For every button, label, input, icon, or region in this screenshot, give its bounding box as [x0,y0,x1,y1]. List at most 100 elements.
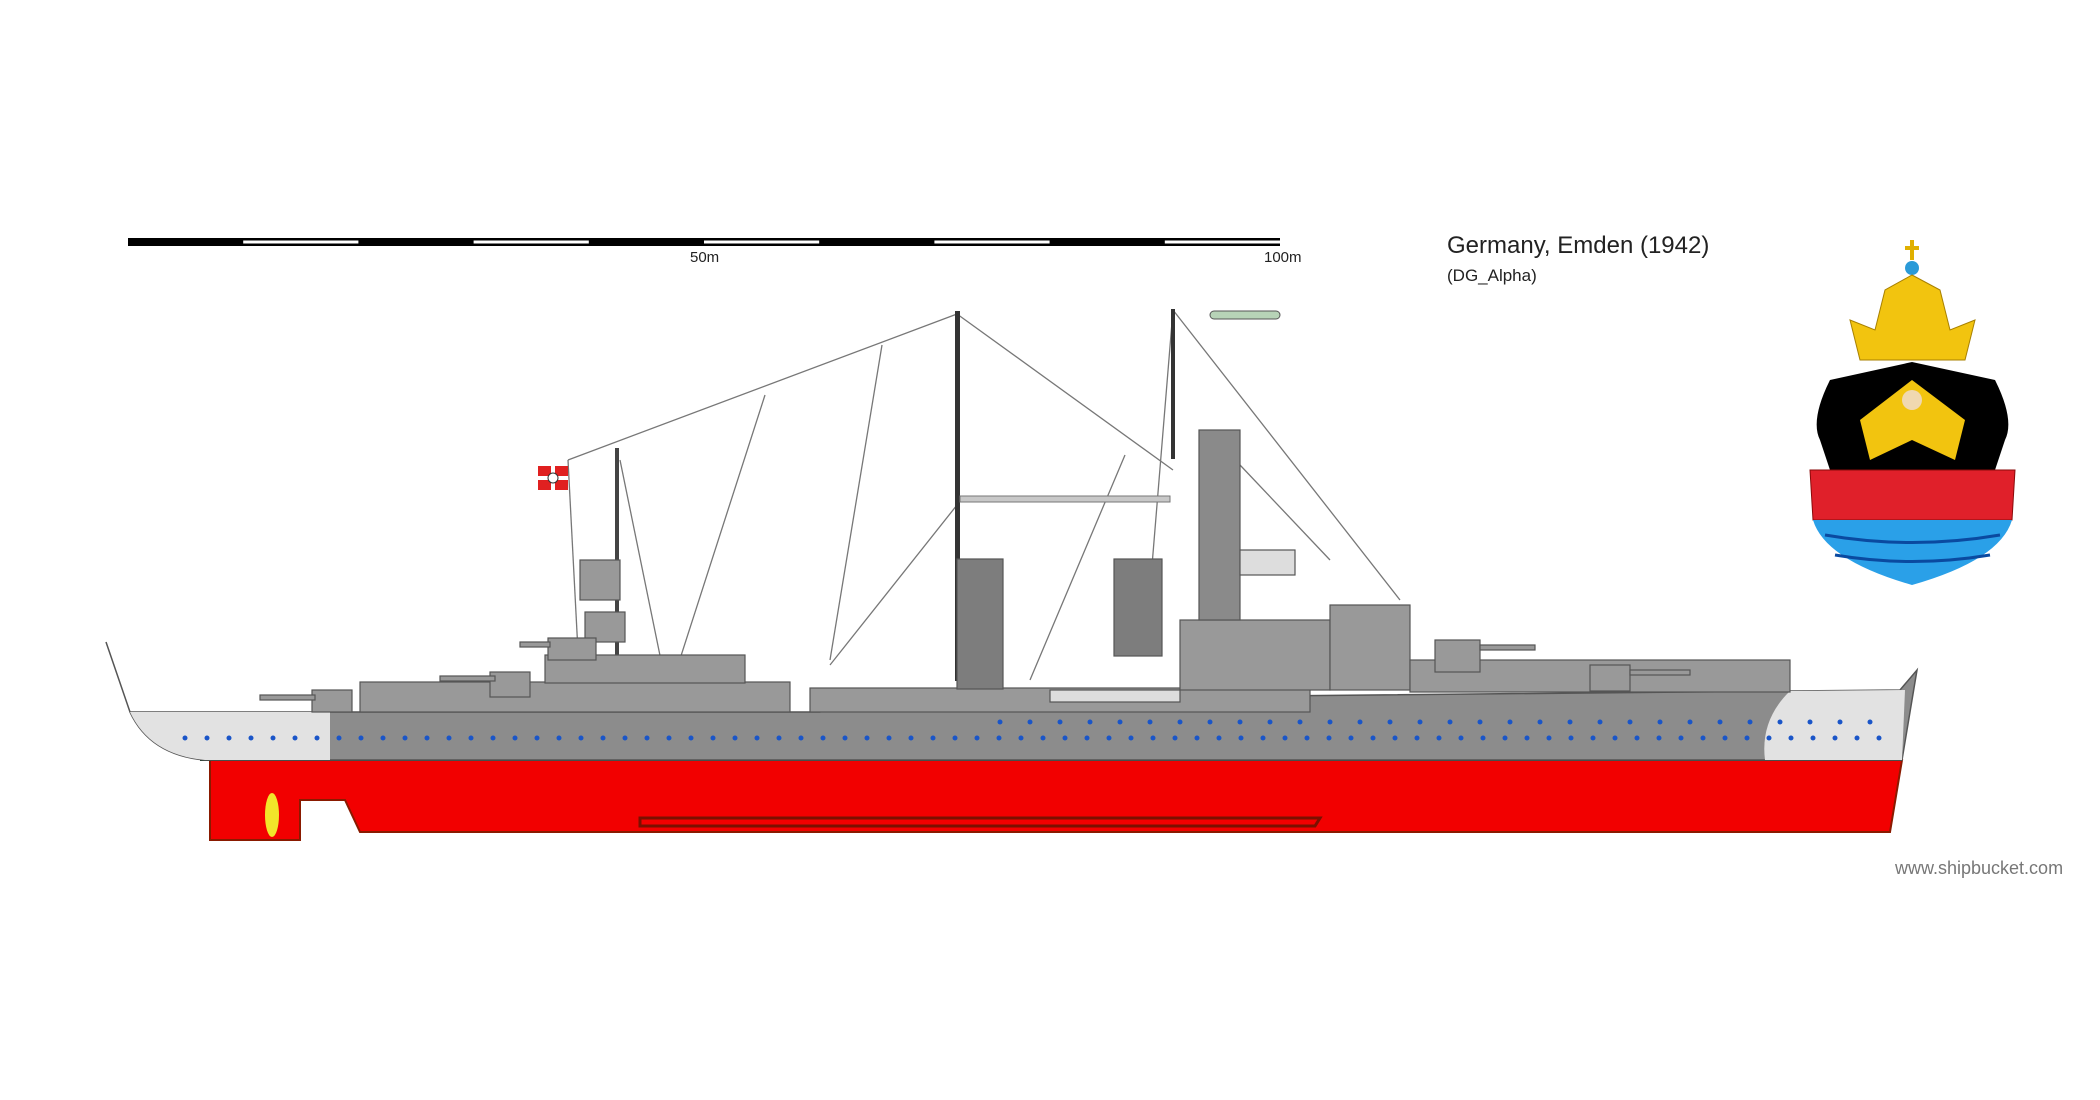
fore-mast [1171,309,1175,459]
fore-funnel [956,558,1004,690]
porthole [182,735,188,741]
porthole [1656,735,1662,741]
aircraft-silhouette [1209,310,1281,320]
porthole [468,735,474,741]
porthole [1267,719,1273,725]
porthole [358,735,364,741]
turret [1434,639,1481,673]
porthole [314,735,320,741]
porthole [1117,719,1123,725]
main-mast [955,311,960,681]
scale-segment [704,240,820,244]
porthole [1447,719,1453,725]
bow-light-section [1764,690,1905,760]
porthole [292,735,298,741]
porthole [1524,735,1530,741]
porthole [1057,719,1063,725]
porthole [1436,735,1442,741]
porthole [886,735,892,741]
aft-funnel [1113,558,1163,657]
porthole [820,735,826,741]
porthole [1128,735,1134,741]
porthole [644,735,650,741]
porthole [1634,735,1640,741]
porthole [710,735,716,741]
porthole [1717,719,1723,725]
porthole [1238,735,1244,741]
porthole [1687,719,1693,725]
porthole [1657,719,1663,725]
porthole [1477,719,1483,725]
turret [1589,664,1631,692]
porthole [1040,735,1046,741]
porthole [1458,735,1464,741]
porthole [952,735,958,741]
porthole [1172,735,1178,741]
porthole [1507,719,1513,725]
porthole [1867,719,1873,725]
porthole [1537,719,1543,725]
author-credit: (DG_Alpha) [1447,266,1537,285]
porthole [204,735,210,741]
porthole [600,735,606,741]
porthole [1700,735,1706,741]
porthole [1414,735,1420,741]
porthole [446,735,452,741]
scale-bar [128,238,1280,246]
porthole [578,735,584,741]
porthole [1304,735,1310,741]
porthole [622,735,628,741]
porthole [1678,735,1684,741]
porthole [1480,735,1486,741]
porthole [1147,719,1153,725]
ship-title: Germany, Emden (1942) [1447,232,1710,259]
porthole [1370,735,1376,741]
porthole [1788,735,1794,741]
porthole [1837,719,1843,725]
porthole [1502,735,1508,741]
porthole [1387,719,1393,725]
porthole [1150,735,1156,741]
porthole [688,735,694,741]
porthole [997,719,1003,725]
superstructure [259,429,1791,713]
porthole [1027,719,1033,725]
porthole [1326,735,1332,741]
porthole [1777,719,1783,725]
porthole [1854,735,1860,741]
porthole [1590,735,1596,741]
porthole [974,735,980,741]
porthole [1260,735,1266,741]
porthole [1832,735,1838,741]
porthole [1282,735,1288,741]
scale-segment [243,240,359,244]
porthole [1297,719,1303,725]
porthole [930,735,936,741]
porthole [556,735,562,741]
porthole [1062,735,1068,741]
porthole [402,735,408,741]
emden-coat-of-arms [1809,240,2016,585]
scale-label-100m: 100m [1264,249,1302,266]
porthole [1327,719,1333,725]
porthole [1084,735,1090,741]
porthole [248,735,254,741]
porthole [1747,719,1753,725]
scale-segment [473,240,589,244]
porthole [1612,735,1618,741]
lower-hull [209,759,1904,841]
porthole [1722,735,1728,741]
scale-segment [934,240,1050,244]
porthole [1568,735,1574,741]
porthole [424,735,430,741]
porthole [1567,719,1573,725]
porthole [996,735,1002,741]
turret [311,689,353,713]
propeller [265,793,279,837]
porthole [512,735,518,741]
porthole [1766,735,1772,741]
turret [489,671,531,698]
porthole [1417,719,1423,725]
porthole [1018,735,1024,741]
ensign-flag [538,466,568,490]
